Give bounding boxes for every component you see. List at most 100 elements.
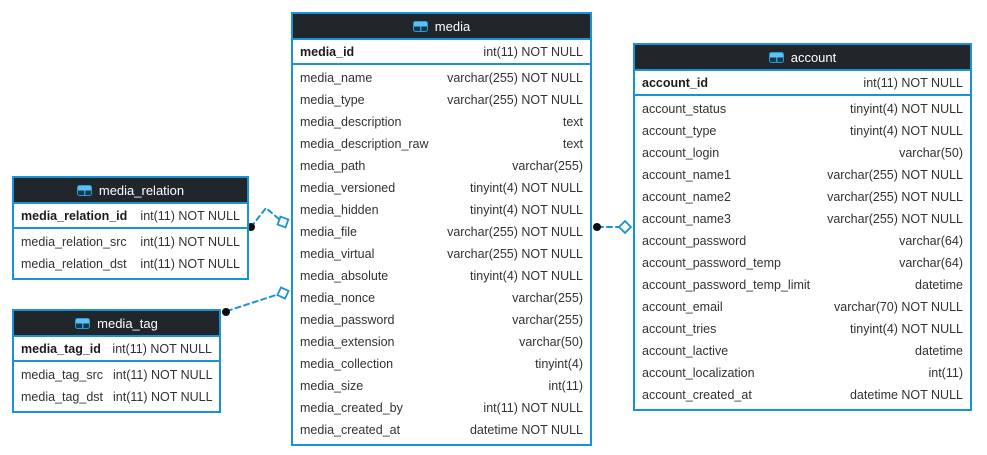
column-name: account_password_temp bbox=[642, 256, 781, 270]
column-type: int(11) NOT NULL bbox=[112, 341, 212, 356]
column-name: media_size bbox=[300, 379, 364, 393]
column-name: media_description_raw bbox=[300, 137, 429, 151]
connector-diamond-endpoint bbox=[617, 219, 633, 235]
column-name: media_path bbox=[300, 159, 366, 173]
table-title: account bbox=[790, 49, 837, 65]
column-name: account_type bbox=[642, 124, 717, 138]
column-type: varchar(255) bbox=[512, 159, 583, 173]
column-name: account_tries bbox=[642, 322, 717, 336]
column-rows: account_status tinyint(4) NOT NULL account… bbox=[635, 96, 970, 409]
column-type: int(11) NOT NULL bbox=[113, 390, 213, 404]
table-media-relation[interactable]: media_relation media_relation_id int(11)… bbox=[12, 176, 249, 280]
column-type: varchar(255) NOT NULL bbox=[827, 190, 963, 204]
column-type: varchar(255) NOT NULL bbox=[827, 212, 963, 226]
column-type: varchar(255) NOT NULL bbox=[447, 225, 583, 239]
column-row: media_name varchar(255) NOT NULL bbox=[293, 67, 590, 89]
column-name: media_virtual bbox=[300, 247, 375, 261]
column-name: media_relation_id bbox=[21, 208, 128, 223]
column-type: int(11) NOT NULL bbox=[483, 44, 583, 59]
connector-dot-endpoint bbox=[593, 223, 601, 231]
column-name: account_status bbox=[642, 102, 727, 116]
primary-key-row: media_relation_id int(11) NOT NULL bbox=[14, 204, 247, 229]
column-row: media_description_raw text bbox=[293, 133, 590, 155]
column-name: media_relation_dst bbox=[21, 257, 127, 271]
column-row: media_versioned tinyint(4) NOT NULL bbox=[293, 177, 590, 199]
table-media[interactable]: media media_id int(11) NOT NULL media_na… bbox=[291, 12, 592, 446]
column-name: media_collection bbox=[300, 357, 394, 371]
connector-line bbox=[226, 294, 277, 312]
table-media-tag-header[interactable]: media_tag bbox=[14, 311, 219, 337]
column-name: media_created_by bbox=[300, 401, 403, 415]
column-row: media_extension varchar(50) bbox=[293, 331, 590, 353]
table-title: media bbox=[434, 18, 471, 34]
column-row: media_relation_src int(11) NOT NULL bbox=[14, 231, 247, 253]
primary-key-row: media_id int(11) NOT NULL bbox=[293, 40, 590, 65]
connector-line bbox=[250, 206, 280, 228]
table-account-header[interactable]: account bbox=[635, 45, 970, 71]
column-type: varchar(255) bbox=[512, 291, 583, 305]
table-account[interactable]: account account_id int(11) NOT NULL acco… bbox=[633, 43, 972, 411]
column-type: varchar(255) NOT NULL bbox=[447, 247, 583, 261]
column-type: int(11) NOT NULL bbox=[140, 235, 240, 249]
column-name: media_file bbox=[300, 225, 357, 239]
column-type: datetime NOT NULL bbox=[469, 423, 583, 437]
column-type: datetime NOT NULL bbox=[849, 388, 963, 402]
column-type: int(11) bbox=[928, 366, 963, 380]
column-type: int(11) NOT NULL bbox=[140, 257, 240, 271]
table-icon bbox=[412, 20, 428, 32]
column-row: account_localization int(11) bbox=[635, 362, 970, 384]
column-type: int(11) NOT NULL bbox=[113, 368, 213, 382]
table-media-header[interactable]: media bbox=[293, 14, 590, 40]
table-title: media_relation bbox=[98, 182, 185, 198]
column-name: media_relation_src bbox=[21, 235, 127, 249]
column-row: account_email varchar(70) NOT NULL bbox=[635, 296, 970, 318]
column-row: account_created_at datetime NOT NULL bbox=[635, 384, 970, 406]
column-type: int(11) NOT NULL bbox=[483, 401, 583, 415]
column-type: int(11) NOT NULL bbox=[863, 75, 963, 90]
column-name: account_password bbox=[642, 234, 747, 248]
column-row: media_relation_dst int(11) NOT NULL bbox=[14, 253, 247, 275]
column-name: media_extension bbox=[300, 335, 395, 349]
connector-media-account bbox=[593, 219, 633, 235]
column-type: varchar(70) NOT NULL bbox=[834, 300, 963, 314]
column-type: int(11) NOT NULL bbox=[140, 208, 240, 223]
table-icon bbox=[76, 184, 92, 196]
column-type: text bbox=[562, 137, 583, 151]
column-type: datetime bbox=[915, 278, 963, 292]
column-row: media_virtual varchar(255) NOT NULL bbox=[293, 243, 590, 265]
table-media-relation-header[interactable]: media_relation bbox=[14, 178, 247, 204]
column-name: media_id bbox=[300, 44, 355, 59]
column-type: varchar(64) bbox=[899, 234, 963, 248]
connector-media_tag-media bbox=[222, 286, 290, 316]
column-name: media_hidden bbox=[300, 203, 379, 217]
column-type: varchar(50) bbox=[519, 335, 583, 349]
column-name: account_localization bbox=[642, 366, 755, 380]
column-name: media_versioned bbox=[300, 181, 396, 195]
table-icon bbox=[75, 317, 91, 329]
column-type: tinyint(4) NOT NULL bbox=[850, 102, 963, 116]
column-type: varchar(255) NOT NULL bbox=[447, 71, 583, 85]
column-name: account_email bbox=[642, 300, 723, 314]
column-type: tinyint(4) NOT NULL bbox=[470, 269, 583, 283]
column-name: account_created_at bbox=[642, 388, 752, 402]
connector-diamond-endpoint bbox=[276, 286, 290, 300]
column-type: tinyint(4) NOT NULL bbox=[470, 181, 583, 195]
table-media-tag[interactable]: media_tag media_tag_id int(11) NOT NULL … bbox=[12, 309, 221, 413]
column-name: media_name bbox=[300, 71, 373, 85]
column-name: media_type bbox=[300, 93, 365, 107]
